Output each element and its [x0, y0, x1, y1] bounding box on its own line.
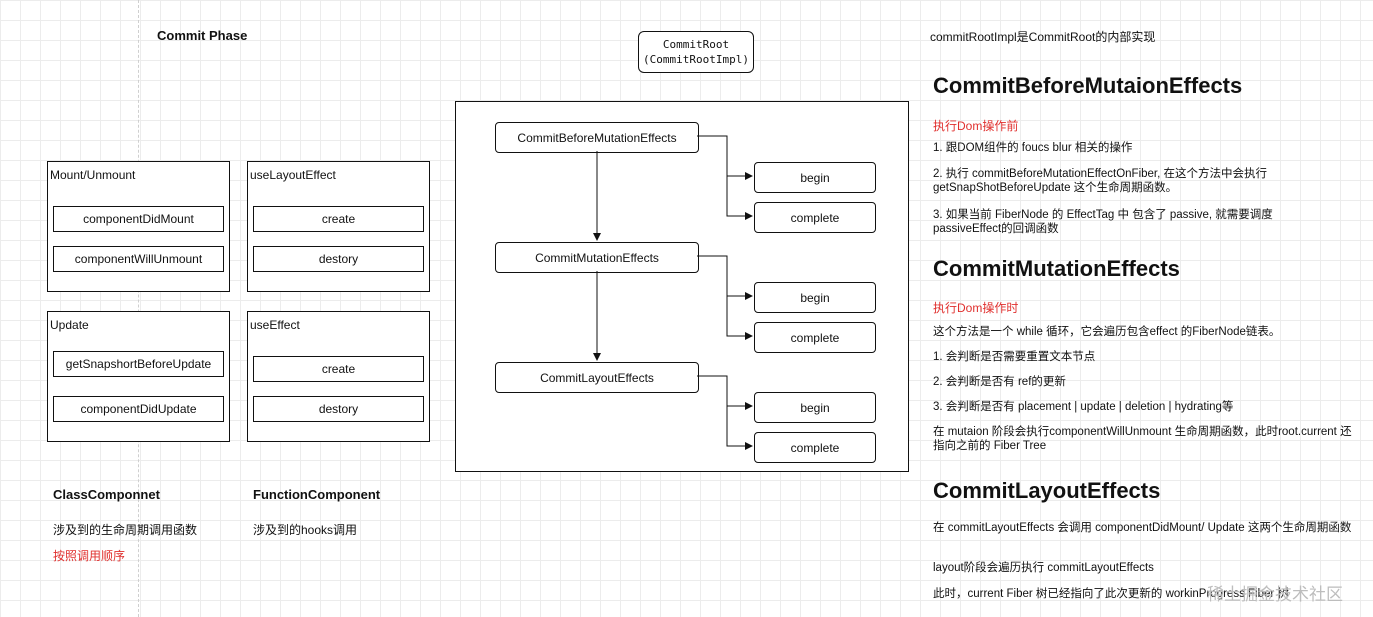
- component-will-unmount-box[interactable]: componentWillUnmount: [53, 246, 224, 272]
- before-mutation-complete[interactable]: complete: [754, 202, 876, 233]
- notes-layout-p3: 此时，current Fiber 树已经指向了此次更新的 workinProgr…: [933, 588, 1289, 600]
- update-group[interactable]: Update getSnapshortBeforeUpdate componen…: [47, 311, 230, 442]
- notes-mutation-p5: 在 mutaion 阶段会执行componentWillUnmount 生命周期…: [933, 426, 1352, 452]
- notes-before-p3: 3. 如果当前 FiberNode 的 EffectTag 中 包含了 pass…: [933, 209, 1273, 235]
- layout-create-box[interactable]: create: [253, 206, 424, 232]
- notes-before-tag: 执行Dom操作前: [933, 119, 1019, 133]
- commit-root-label: CommitRoot: [662, 38, 730, 51]
- phase-layout[interactable]: CommitLayoutEffects: [495, 362, 699, 393]
- watermark: 稀土掘金技术社区: [1207, 585, 1343, 604]
- effect-destory-box[interactable]: destory: [253, 396, 424, 422]
- notes-mutation-p4: 3. 会判断是否有 placement | update | deletion …: [933, 401, 1234, 413]
- commit-root-impl-label: (CommitRootImpl): [643, 53, 749, 66]
- use-layout-effect-group[interactable]: useLayoutEffect create destory: [247, 161, 430, 292]
- commit-root-node[interactable]: CommitRoot (CommitRootImpl): [638, 31, 754, 73]
- mount-unmount-group[interactable]: Mount/Unmount componentDidMount componen…: [47, 161, 230, 292]
- class-component-desc: 涉及到的生命周期调用函数: [53, 523, 198, 537]
- layout-begin[interactable]: begin: [754, 392, 876, 423]
- notes-layout-p1: 在 commitLayoutEffects 会调用 componentDidMo…: [933, 522, 1352, 534]
- notes-intro: commitRootImpl是CommitRoot的内部实现: [930, 30, 1156, 44]
- mutation-complete[interactable]: complete: [754, 322, 876, 353]
- notes-layout-heading: CommitLayoutEffects: [933, 478, 1161, 503]
- function-component-desc: 涉及到的hooks调用: [253, 523, 358, 537]
- use-effect-group[interactable]: useEffect create destory: [247, 311, 430, 442]
- notes-mutation-heading: CommitMutationEffects: [933, 256, 1180, 281]
- notes-before-heading: CommitBeforeMutaionEffects: [933, 73, 1243, 98]
- class-component-order-note: 按照调用顺序: [53, 549, 126, 563]
- notes-before-p1: 1. 跟DOM组件的 foucs blur 相关的操作: [933, 142, 1133, 154]
- notes-before-p2: 2. 执行 commitBeforeMutationEffectOnFiber,…: [933, 168, 1268, 194]
- notes-mutation-p1: 这个方法是一个 while 循环，它会遍历包含effect 的FiberNode…: [933, 326, 1281, 338]
- use-effect-label: useEffect: [250, 318, 300, 332]
- mount-unmount-label: Mount/Unmount: [50, 168, 136, 182]
- layout-destory-box[interactable]: destory: [253, 246, 424, 272]
- vertical-guide-line: [138, 0, 139, 617]
- diagram-title: Commit Phase: [157, 28, 248, 43]
- phase-mutation[interactable]: CommitMutationEffects: [495, 242, 699, 273]
- notes-mutation-p2: 1. 会判断是否需要重置文本节点: [933, 351, 1096, 363]
- get-snapshot-before-update-box[interactable]: getSnapshortBeforeUpdate: [53, 351, 224, 377]
- component-did-mount-box[interactable]: componentDidMount: [53, 206, 224, 232]
- effect-create-box[interactable]: create: [253, 356, 424, 382]
- notes-layout-p2: layout阶段会遍历执行 commitLayoutEffects: [933, 562, 1154, 574]
- layout-complete[interactable]: complete: [754, 432, 876, 463]
- before-mutation-begin[interactable]: begin: [754, 162, 876, 193]
- function-component-title: FunctionComponent: [253, 487, 381, 502]
- mutation-begin[interactable]: begin: [754, 282, 876, 313]
- phase-before-mutation[interactable]: CommitBeforeMutationEffects: [495, 122, 699, 153]
- class-component-title: ClassComponnet: [53, 487, 160, 502]
- use-layout-effect-label: useLayoutEffect: [250, 168, 336, 182]
- component-did-update-box[interactable]: componentDidUpdate: [53, 396, 224, 422]
- notes-mutation-p3: 2. 会判断是否有 ref的更新: [933, 376, 1066, 388]
- notes-mutation-tag: 执行Dom操作时: [933, 301, 1019, 315]
- update-label: Update: [50, 318, 89, 332]
